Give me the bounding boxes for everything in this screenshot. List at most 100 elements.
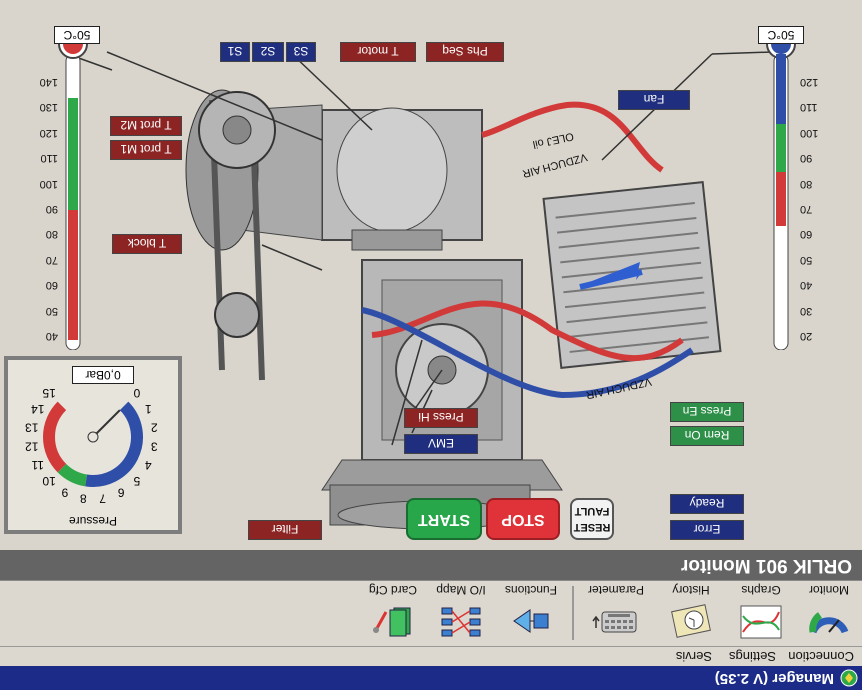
start-button[interactable]: START (406, 498, 482, 540)
thermo-tick-label: 50 (800, 253, 813, 266)
s3-tag: S3 (286, 42, 316, 62)
thermo-tick-label: 90 (800, 152, 813, 165)
toolbar: Monitor Graphs History Parame (0, 580, 862, 646)
thermometer-block-value: 50°C (758, 26, 804, 44)
parameter-button[interactable]: Parameter (578, 583, 654, 646)
io-mapp-button[interactable]: I/O Mapp (426, 583, 496, 646)
gauge-number: 11 (31, 458, 44, 472)
gauge-number: 5 (133, 474, 140, 488)
parameter-label: Parameter (587, 583, 645, 597)
functions-label: Functions (504, 583, 558, 597)
reset-label: RESET (573, 521, 611, 533)
thermo-tick-label: 80 (800, 177, 813, 190)
monitor-label: Monitor (809, 583, 850, 597)
thermo-tick-label: 110 (40, 152, 58, 165)
card-cfg-button[interactable]: Card Cfg (360, 583, 426, 646)
press-en-tag: Press En (670, 402, 744, 422)
motor (185, 89, 483, 251)
window-title-bar: Manager (V 2.35) (0, 666, 862, 690)
stop-button[interactable]: STOP (486, 498, 560, 540)
filter-tag: Filter (248, 520, 322, 540)
history-button[interactable]: History (658, 583, 724, 646)
window-title: Manager (V 2.35) (714, 670, 834, 687)
thermo-tick-label: 70 (45, 253, 58, 266)
thermo-tick-label: 100 (800, 126, 819, 139)
gauge-number: 14 (31, 402, 45, 416)
gauge-arc (57, 463, 88, 487)
toolbar-separator (572, 586, 574, 640)
app-logo-icon (840, 669, 858, 687)
fan-tag: Fan (618, 90, 690, 110)
card-cfg-label: Card Cfg (368, 583, 418, 597)
panel-title: ORLIK 901 Monitor (680, 555, 852, 576)
menu-settings[interactable]: Settings (729, 649, 776, 664)
gauge-number: 1 (145, 402, 152, 416)
menu-bar: Connection Settings Servis (0, 646, 862, 666)
thermo-tick-label: 110 (800, 101, 818, 114)
gauge-number: 8 (80, 491, 87, 505)
gauge-number: 9 (61, 485, 68, 499)
s2-tag: S2 (252, 42, 284, 62)
menu-servis[interactable]: Servis (675, 649, 712, 664)
functions-button[interactable]: Functions (496, 583, 566, 646)
thermo-tick-label: 30 (800, 304, 813, 317)
oil-pipe-hot (371, 300, 684, 362)
pressure-value: 0,0Bar (72, 366, 134, 384)
graphs-button[interactable]: Graphs (728, 583, 794, 646)
functions-icon (513, 609, 549, 633)
gauge-number: 7 (99, 491, 106, 505)
thermometer-oil-tube (58, 29, 88, 350)
gauge-arc (85, 401, 143, 487)
t-block-tag: T block (112, 234, 182, 254)
gauge-arc (43, 401, 67, 473)
start-label: START (417, 511, 471, 528)
rem-on-tag: Rem On (670, 426, 744, 446)
gauge-number: 13 (25, 420, 39, 434)
graph-icon (740, 605, 782, 639)
menu-connection[interactable]: Connection (788, 649, 854, 664)
t-prot-m2-tag: T prot M2 (110, 116, 182, 136)
pulley-belt (198, 91, 276, 381)
thermo-tick-label: 40 (45, 330, 58, 342)
s1-tag: S1 (220, 42, 250, 62)
t-prot-m1-tag: T prot M1 (110, 140, 182, 160)
thermo-tick-label: 100 (39, 177, 58, 190)
graphs-label: Graphs (741, 583, 781, 597)
thermo-tick-label: 70 (800, 203, 813, 215)
gauge-needle (92, 409, 121, 438)
fault-label: FAULT (574, 505, 610, 517)
thermometer-oil-value: 50°C (54, 26, 100, 44)
history-label: History (672, 583, 710, 597)
gauge-icon (809, 612, 849, 634)
gauge-number: 3 (151, 440, 158, 454)
monitor-button[interactable]: Monitor (798, 583, 860, 646)
thermo-oil-green (68, 98, 78, 210)
thermo-tick-label: 80 (45, 228, 58, 241)
gauge-number: 15 (42, 386, 56, 400)
air-flow-arrow-icon (582, 262, 642, 285)
gauge-number: 2 (151, 420, 158, 434)
thermo-block-red (776, 172, 786, 226)
stop-label: STOP (501, 511, 545, 528)
gauge-hub (87, 431, 99, 443)
error-status: Error (670, 520, 744, 540)
press-hi-tag: Press Hi (404, 408, 478, 428)
io-mapp-label: I/O Mapp (436, 583, 486, 597)
thermo-block-blue (776, 54, 786, 124)
emv-tag: EMV (404, 434, 478, 454)
oil-label-text: VZDUCH AIR (521, 151, 589, 180)
compressor-pump (321, 259, 563, 536)
keyboard-icon (592, 611, 637, 633)
thermo-tick-label: 140 (39, 76, 58, 88)
phs-seq-tag: Phs Seq (426, 42, 504, 62)
io-map-icon (441, 607, 481, 637)
gauge-number: 10 (42, 474, 56, 488)
reset-fault-button[interactable]: RESET FAULT (570, 498, 614, 540)
gauge-number: 12 (25, 440, 39, 454)
history-icon (671, 604, 711, 638)
